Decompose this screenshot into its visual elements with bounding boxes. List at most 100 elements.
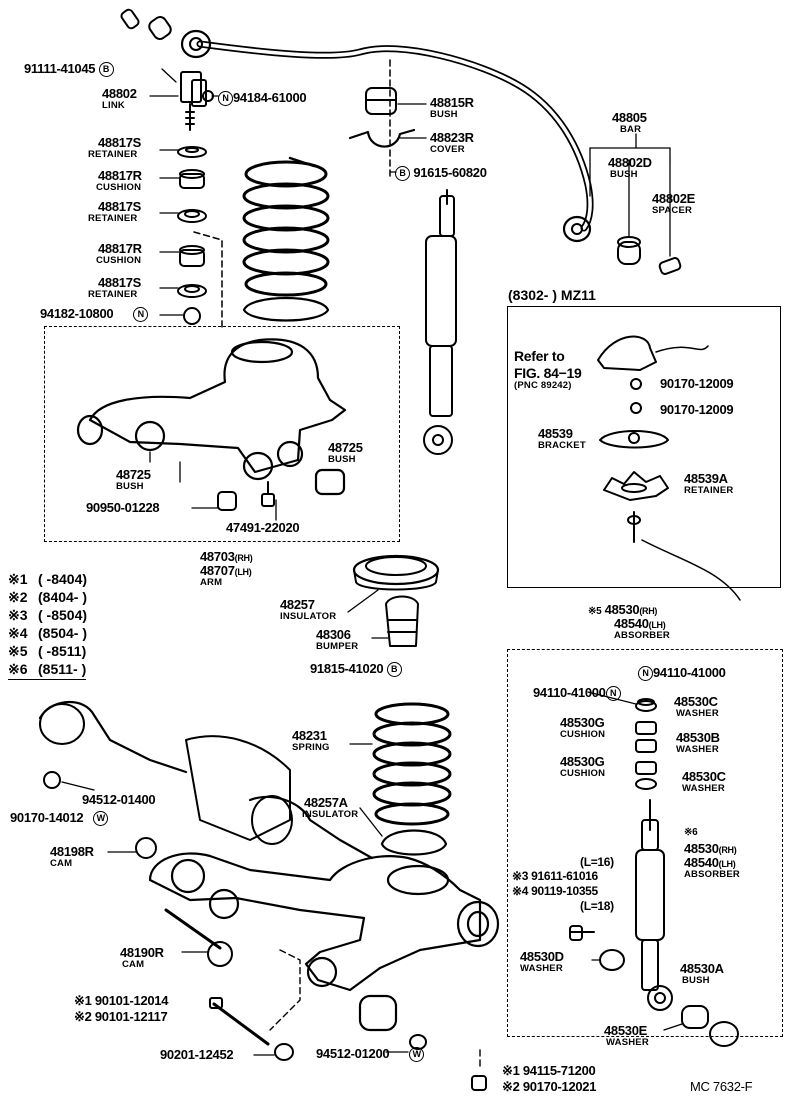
label-48815r: 48815R: [430, 95, 474, 110]
label-48530b: 48530B: [676, 730, 720, 745]
label-48540-top: 48540(LH): [614, 616, 666, 631]
label-bracket: BRACKET: [538, 440, 586, 451]
label-48817s-3: 48817S: [98, 275, 142, 290]
label-bush-a: BUSH: [430, 109, 458, 120]
legend-row-4: ※4(8504- ): [8, 625, 88, 641]
label-insulator-1: INSULATOR: [280, 611, 337, 622]
label-48530g-1: 48530G: [560, 715, 605, 730]
label-cushion-1: CUSHION: [96, 182, 142, 193]
label-94182-10800: 94182-10800 N: [40, 307, 149, 323]
label-48198r: 48198R: [50, 844, 94, 859]
label-cushion-4: CUSHION: [560, 768, 606, 779]
label-48540-mid: 48540(LH): [684, 855, 736, 870]
label-washer-3: WASHER: [682, 783, 725, 794]
label-washer-1: WASHER: [676, 708, 719, 719]
refer-line-2: FIG. 84−19: [514, 365, 582, 381]
label-48257: 48257: [280, 597, 315, 612]
legend-row-3: ※3( -8504): [8, 607, 88, 623]
bar-bush-right: [617, 241, 641, 265]
label-90101-12014: ※1 90101-12014: [74, 993, 169, 1008]
label-90101-12117: ※2 90101-12117: [74, 1009, 168, 1024]
legend-row-1: ※1( -8404): [8, 571, 88, 587]
label-retainer-4: RETAINER: [684, 485, 734, 496]
label-washer-4: WASHER: [520, 963, 563, 974]
label-bush-b: BUSH: [610, 169, 638, 180]
label-48530-mid: 48530(RH): [684, 841, 737, 856]
label-90170-12009-a: 90170-12009: [660, 376, 734, 391]
label-48703: 48703(RH): [200, 549, 253, 564]
legend-row-6: ※6(8511- ): [8, 662, 87, 680]
label-spacer: SPACER: [652, 205, 693, 216]
label-48539a: 48539A: [684, 471, 728, 486]
bar-end-bush-right: [562, 215, 592, 243]
legend-row-2: ※2(8404- ): [8, 589, 88, 605]
label-cam-2: CAM: [122, 959, 145, 970]
label-48823r: 48823R: [430, 130, 474, 145]
legend-row-5: ※5( -8511): [8, 643, 87, 659]
label-cam-1: CAM: [50, 858, 73, 869]
label-90201-12452: 90201-12452: [160, 1047, 234, 1062]
label-48530d: 48530D: [520, 949, 564, 964]
label-48530c-2: 48530C: [682, 769, 726, 784]
label-48257a: 48257A: [304, 795, 348, 810]
label-91111-41045: 91111-41045 B: [24, 62, 114, 78]
refer-line-3: (PNC 89242): [514, 380, 572, 391]
mz11-inset-box: [507, 306, 781, 588]
label-cushion-2: CUSHION: [96, 255, 142, 266]
label-bush-e: BUSH: [682, 975, 710, 986]
label-48805: 48805: [612, 110, 647, 125]
label-cushion-3: CUSHION: [560, 729, 606, 740]
label-bush-d: BUSH: [328, 454, 356, 465]
label-48231: 48231: [292, 728, 327, 743]
lower-shock-absorber: [635, 799, 673, 1011]
label-bar: BAR: [620, 124, 642, 135]
refer-line-1: Refer to: [514, 348, 565, 364]
label-48802d: 48802D: [608, 155, 652, 170]
label-91611-61016: ※3 91611-61016: [512, 869, 598, 883]
label-90950-01228: 90950-01228: [86, 500, 160, 515]
upper-arm-group-box: [44, 326, 400, 542]
label-48802: 48802: [102, 86, 137, 101]
upper-arm: [76, 338, 347, 496]
lower-coil-spring: [372, 702, 452, 826]
label-star6: ※6: [684, 827, 698, 838]
upper-shock-absorber: [423, 189, 457, 455]
upper-coil-spring: [242, 160, 330, 297]
label-48725-left: 48725: [116, 467, 151, 482]
label-48817r-2: 48817R: [98, 241, 142, 256]
label-48802e: 48802E: [652, 191, 696, 206]
label-94512-01200: 94512-01200 W: [316, 1047, 425, 1063]
label-91815-41020: 91815-41020 B: [310, 662, 402, 678]
label-48190r: 48190R: [120, 945, 164, 960]
label-94115-71200: ※1 94115-71200: [502, 1063, 596, 1078]
label-insulator-2: INSULATOR: [302, 809, 359, 820]
label-48725-right: 48725: [328, 440, 363, 455]
label-absorber-2: ABSORBER: [684, 869, 740, 880]
label-cover: COVER: [430, 144, 465, 155]
label-arm: ARM: [200, 577, 223, 588]
label-retainer-3: RETAINER: [88, 289, 138, 300]
label-absorber-1: ABSORBER: [614, 630, 670, 641]
label-48817s-2: 48817S: [98, 199, 142, 214]
label-bumper: BUMPER: [316, 641, 359, 652]
label-90170-14012: 90170-14012 W: [10, 811, 109, 827]
label-48530e: 48530E: [604, 1023, 648, 1038]
bumper-part: [385, 595, 419, 647]
label-retainer-1: RETAINER: [88, 149, 138, 160]
label-90170-12021: ※2 90170-12021: [502, 1079, 597, 1094]
label-washer-5: WASHER: [606, 1037, 649, 1048]
inset-header: (8302- ) MZ11: [508, 287, 596, 303]
label-l16: (L=16): [580, 855, 614, 869]
label-91615-60820: B 91615-60820: [395, 166, 487, 182]
label-link: LINK: [102, 100, 125, 111]
lower-arm: [148, 852, 500, 1032]
label-94512-01400: 94512-01400: [82, 792, 156, 807]
label-l18: (L=18): [580, 899, 614, 913]
label-47491-22020: 47491-22020: [226, 520, 300, 535]
bar-end-bush-left: [180, 29, 212, 59]
